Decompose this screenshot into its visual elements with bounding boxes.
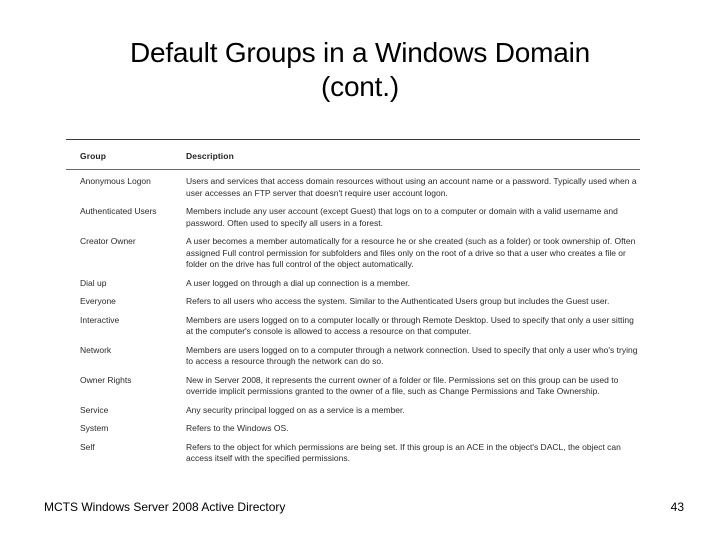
table-cell-group: System bbox=[66, 423, 186, 435]
table-cell-description: Refers to the Windows OS. bbox=[186, 423, 640, 435]
footer-page-number: 43 bbox=[670, 500, 684, 514]
group-description: Refers to the object for which permissio… bbox=[186, 441, 621, 464]
table-cell-description: Refers to all users who access the syste… bbox=[186, 296, 640, 308]
table-cell-group: Everyone bbox=[66, 296, 186, 308]
table-header-cell-group: Group bbox=[66, 146, 186, 164]
group-name: Anonymous Logon bbox=[80, 176, 151, 186]
group-description: Any security principal logged on as a se… bbox=[186, 404, 405, 415]
group-name: Creator Owner bbox=[80, 236, 136, 246]
table-cell-description: Users and services that access domain re… bbox=[186, 176, 640, 199]
table-row: Network Members are users logged on to a… bbox=[66, 345, 640, 368]
page-title: Default Groups in a Windows Domain (cont… bbox=[40, 36, 680, 104]
table-row: Everyone Refers to all users who access … bbox=[66, 296, 640, 308]
table-header-rule bbox=[66, 169, 640, 170]
group-description: Refers to all users who access the syste… bbox=[186, 296, 610, 306]
table-cell-group: Self bbox=[66, 442, 186, 454]
group-name: Interactive bbox=[80, 314, 120, 325]
group-description: Members are users logged on to a compute… bbox=[186, 344, 638, 367]
group-description: New in Server 2008, it represents the cu… bbox=[186, 374, 619, 397]
group-description: Members are users logged on to a compute… bbox=[186, 314, 634, 337]
table-header-group-label: Group bbox=[80, 151, 106, 161]
slide-footer: MCTS Windows Server 2008 Active Director… bbox=[44, 500, 684, 514]
table-cell-description: Members are users logged on to a compute… bbox=[186, 345, 640, 368]
table-row: Service Any security principal logged on… bbox=[66, 405, 640, 417]
table-cell-description: New in Server 2008, it represents the cu… bbox=[186, 375, 640, 398]
group-description: Members include any user account (except… bbox=[186, 206, 618, 228]
table-header-cell-description: Description bbox=[186, 146, 640, 164]
group-description: A user logged on through a dial up conne… bbox=[186, 277, 410, 288]
group-name: Self bbox=[80, 441, 95, 452]
table-cell-group: Network bbox=[66, 345, 186, 357]
footer-text: MCTS Windows Server 2008 Active Director… bbox=[44, 500, 286, 514]
group-description: A user becomes a member automatically fo… bbox=[186, 236, 636, 269]
table-row: Dial up A user logged on through a dial … bbox=[66, 278, 640, 290]
table-row: Self Refers to the object for which perm… bbox=[66, 442, 640, 465]
group-name: Owner Rights bbox=[80, 374, 132, 385]
page-title-line-1: Default Groups in a Windows Domain bbox=[129, 37, 591, 68]
group-name: Network bbox=[80, 344, 112, 355]
table-header-description-label: Description bbox=[186, 151, 234, 161]
group-name: System bbox=[80, 423, 109, 433]
table-cell-group: Anonymous Logon bbox=[66, 176, 186, 188]
table-row: Owner Rights New in Server 2008, it repr… bbox=[66, 375, 640, 398]
table-cell-group: Creator Owner bbox=[66, 236, 186, 248]
table-cell-description: Members include any user account (except… bbox=[186, 206, 640, 229]
default-groups-table: Group Description Anonymous Logon Users … bbox=[66, 139, 640, 465]
table-header-row: Group Description bbox=[66, 140, 640, 169]
table-cell-description: Members are users logged on to a compute… bbox=[186, 315, 640, 338]
table-row: Anonymous Logon Users and services that … bbox=[66, 176, 640, 199]
group-description: Users and services that access domain re… bbox=[186, 176, 637, 198]
table-top-rule bbox=[66, 139, 640, 140]
table-row: Interactive Members are users logged on … bbox=[66, 315, 640, 338]
table-cell-group: Interactive bbox=[66, 315, 186, 327]
table-cell-group: Authenticated Users bbox=[66, 206, 186, 218]
group-name: Everyone bbox=[80, 296, 116, 306]
group-description: Refers to the Windows OS. bbox=[186, 423, 289, 433]
table-row: System Refers to the Windows OS. bbox=[66, 423, 640, 435]
table-cell-description: Refers to the object for which permissio… bbox=[186, 442, 640, 465]
page-title-line-2: (cont.) bbox=[321, 71, 399, 102]
table-cell-group: Dial up bbox=[66, 278, 186, 290]
table-row: Creator Owner A user becomes a member au… bbox=[66, 236, 640, 271]
table-cell-group: Service bbox=[66, 405, 186, 417]
table-cell-group: Owner Rights bbox=[66, 375, 186, 387]
table-row: Authenticated Users Members include any … bbox=[66, 206, 640, 229]
group-name: Authenticated Users bbox=[80, 206, 157, 216]
table-cell-description: A user logged on through a dial up conne… bbox=[186, 278, 640, 290]
table-cell-description: A user becomes a member automatically fo… bbox=[186, 236, 640, 271]
group-name: Service bbox=[80, 404, 109, 415]
group-name: Dial up bbox=[80, 277, 107, 288]
table-cell-description: Any security principal logged on as a se… bbox=[186, 405, 640, 417]
table-body: Anonymous Logon Users and services that … bbox=[66, 170, 640, 465]
